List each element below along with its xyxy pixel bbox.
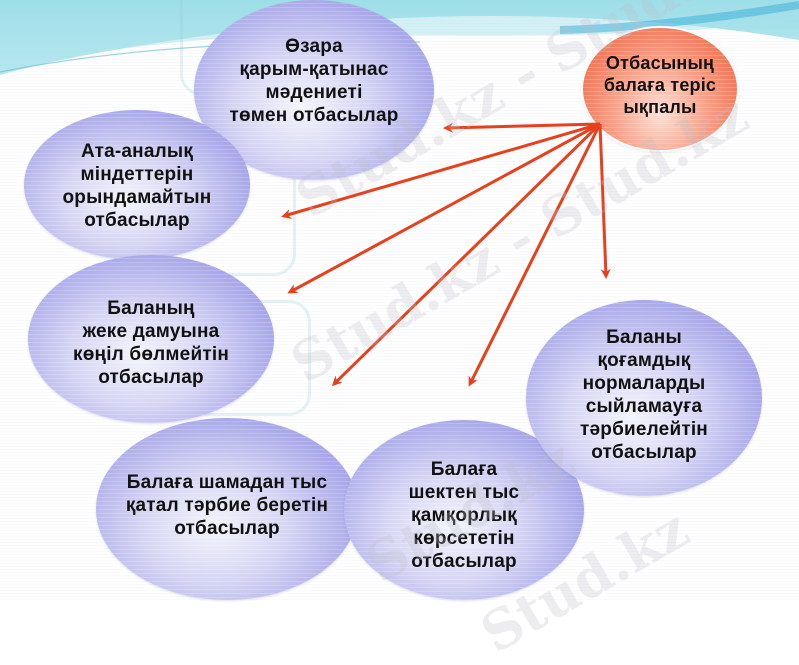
- node-line: қатал тәрбие беретін: [125, 494, 329, 516]
- node-disrespect-norms: Баланы қоғамдық нормаларды сыйламауға тә…: [526, 300, 762, 496]
- node-line: Баланы: [606, 327, 682, 348]
- node-line: отбасылар: [174, 517, 280, 539]
- node-line: жеке дамуына: [82, 321, 220, 342]
- node-line: отбасылар: [411, 550, 517, 572]
- node-line: Өзара: [285, 36, 343, 57]
- node-line: Балаға шамадан тыс: [126, 471, 328, 493]
- node-line: қоғамдық: [597, 350, 691, 371]
- node-line: отбасылар: [591, 442, 697, 463]
- node-line: Баланың: [107, 298, 195, 319]
- node-line: Балаға: [430, 458, 498, 480]
- center-line: Отбасының: [605, 53, 715, 73]
- node-line: мәдениеті: [265, 82, 363, 103]
- node-line: нормаларды: [582, 373, 706, 394]
- node-line: Ата-аналық: [80, 141, 194, 162]
- node-line: тәрбиелейтін: [580, 419, 708, 440]
- node-line: отбасылар: [84, 210, 190, 231]
- node-line: қамқорлық: [410, 504, 517, 526]
- node-line: орындамайтын: [62, 187, 212, 208]
- node-parental-duties: Ата-аналық міндеттерін орындамайтын отба…: [24, 110, 250, 260]
- node-line: көңіл бөлмейтін: [73, 344, 229, 365]
- node-personal-development: Баланың жеке дамуына көңіл бөлмейтін отб…: [28, 255, 274, 423]
- node-line: көрсететін: [413, 527, 515, 549]
- node-line: шектен тыс: [408, 481, 520, 503]
- node-line: сыйламауға: [585, 396, 703, 417]
- node-line: отбасылар: [98, 367, 204, 388]
- node-harsh-upbringing: Балаға шамадан тыс қатал тәрбие беретін …: [96, 418, 358, 600]
- node-line: төмен отбасылар: [229, 105, 399, 126]
- node-line: міндеттерін: [80, 164, 194, 185]
- center-line: ықпалы: [623, 97, 697, 117]
- center-line: балаға теріс: [603, 75, 717, 95]
- node-line: қарым-қатынас: [239, 59, 389, 80]
- center-node: Отбасының балаға теріс ықпалы: [583, 28, 737, 150]
